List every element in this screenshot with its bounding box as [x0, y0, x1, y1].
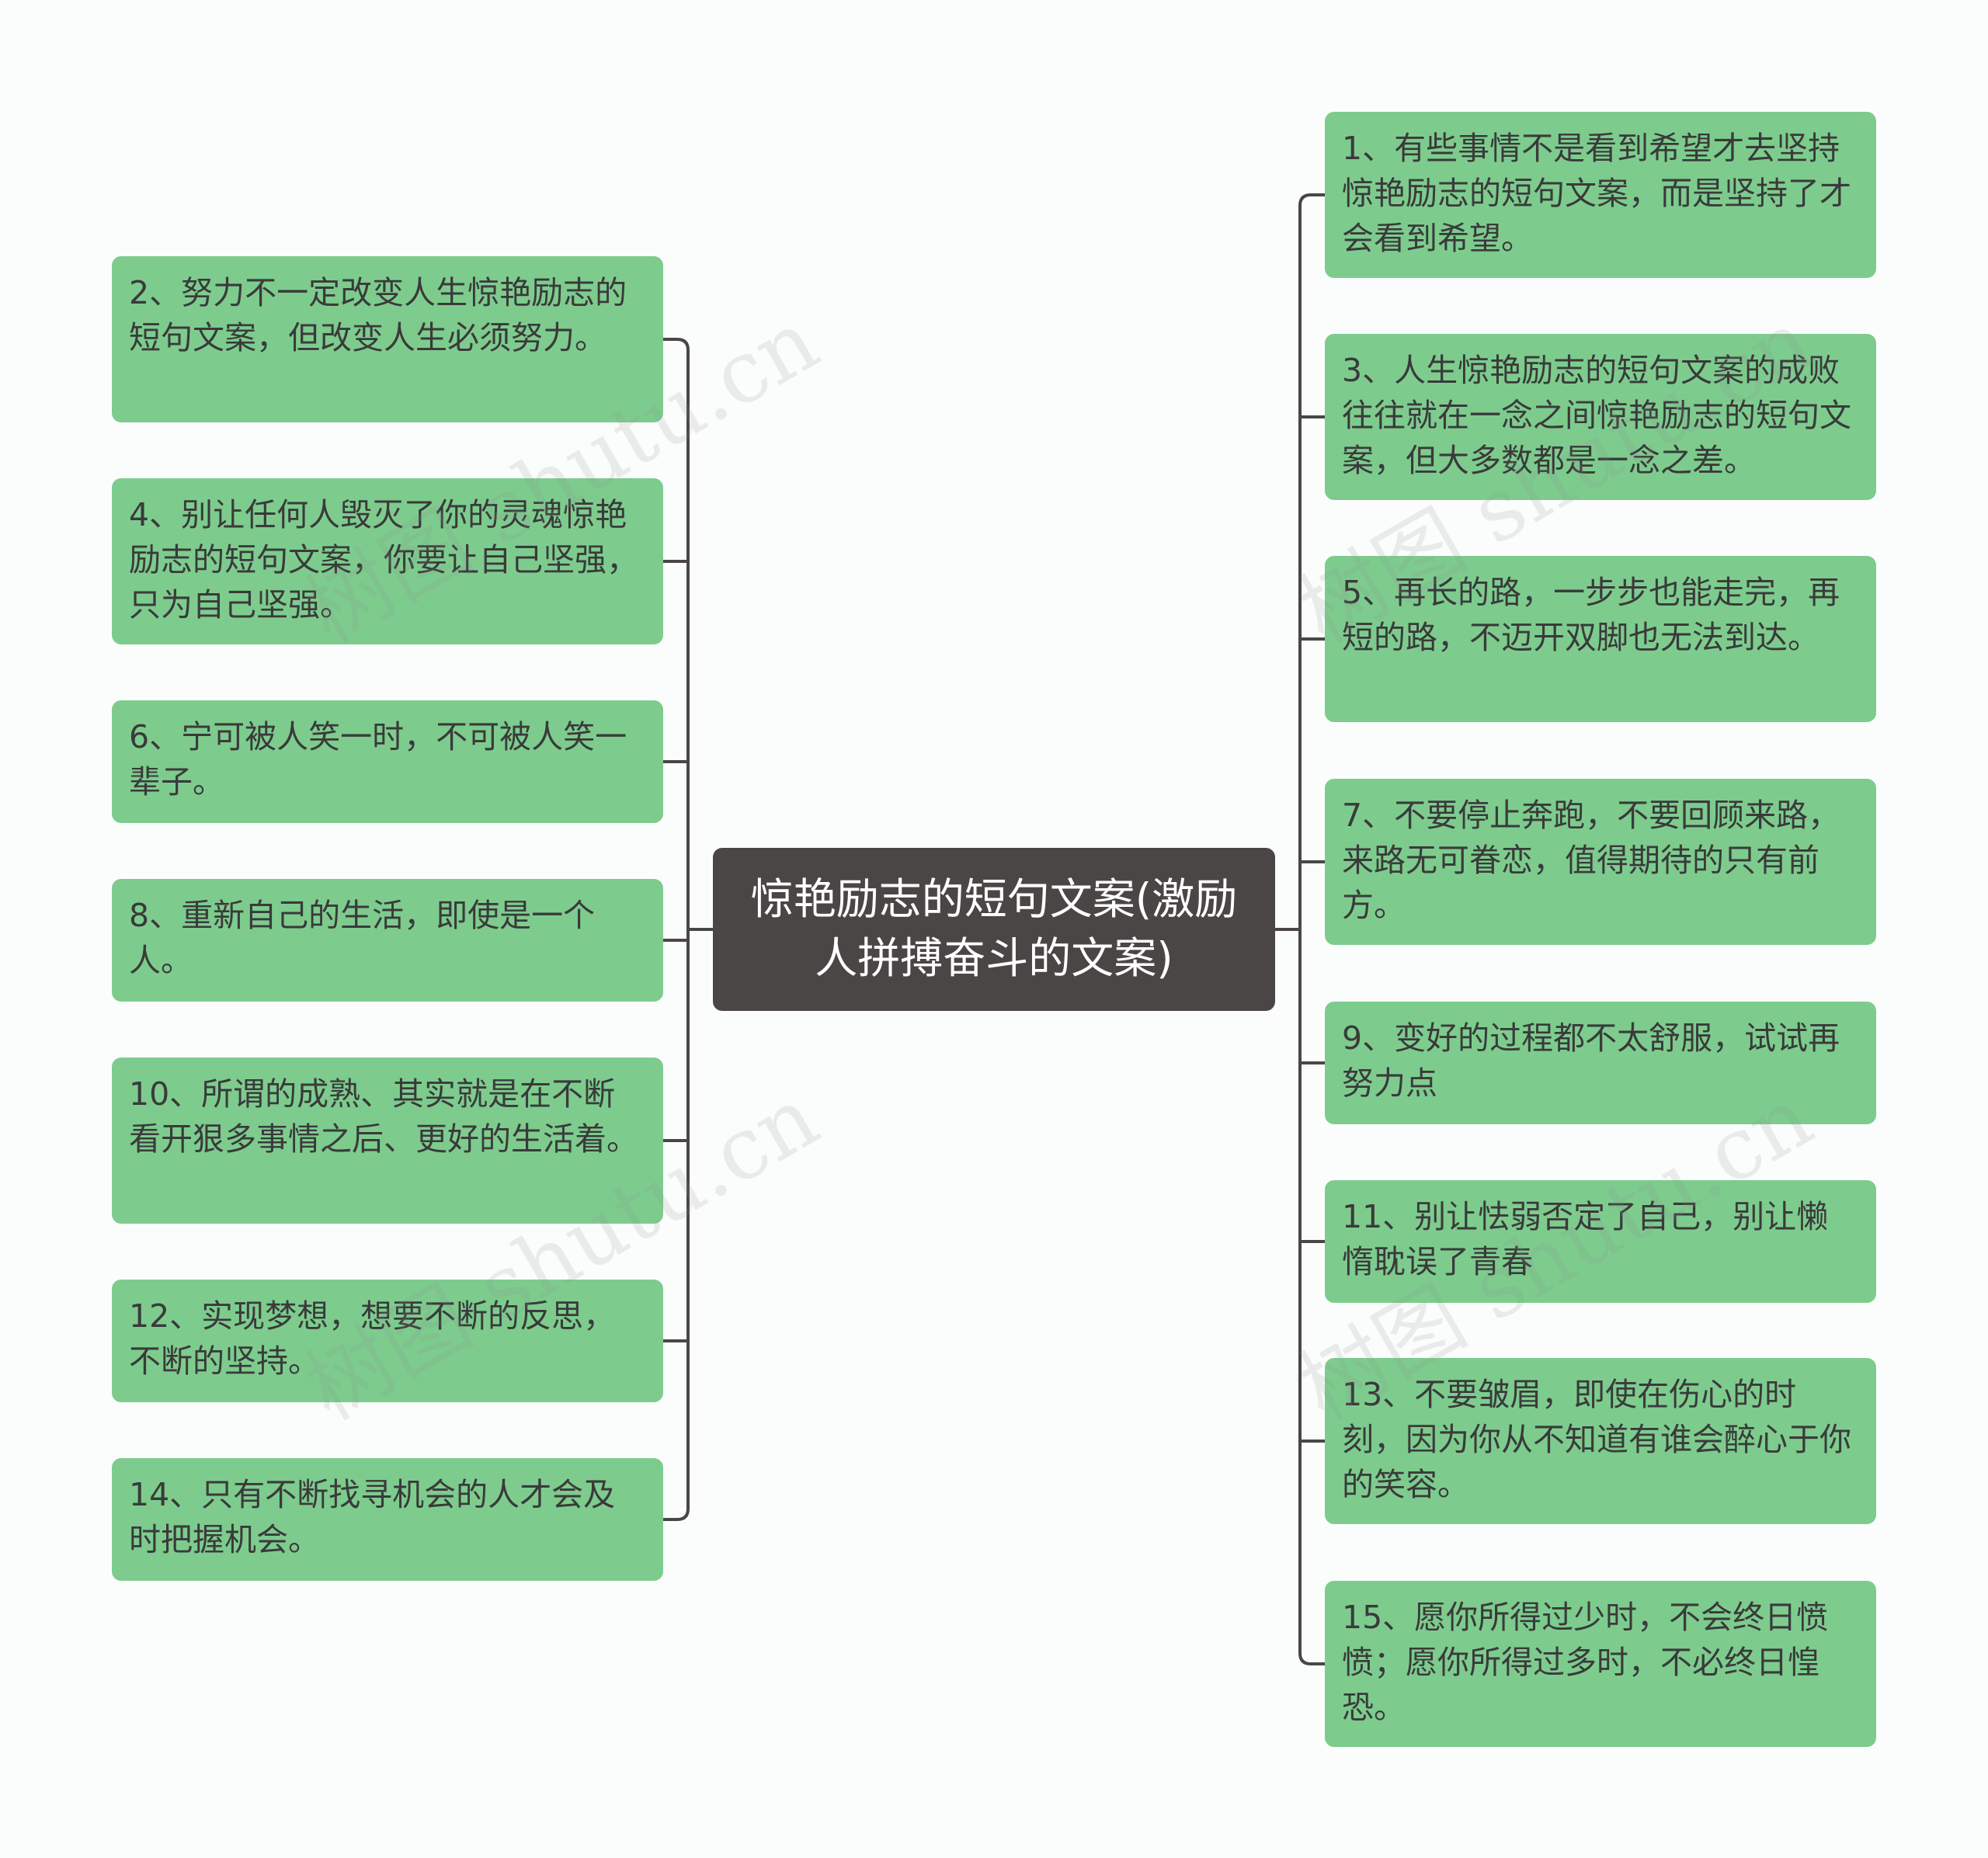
left-topic-2[interactable]: 2、努力不一定改变人生惊艳励志的短句文案，但改变人生必须努力。	[112, 256, 663, 422]
right-topic-1[interactable]: 1、有些事情不是看到希望才去坚持惊艳励志的短句文案，而是坚持了才会看到希望。	[1325, 112, 1876, 278]
connector-branch	[663, 338, 690, 351]
right-topic-5[interactable]: 5、再长的路，一步步也能走完，再短的路，不迈开双脚也无法到达。	[1325, 556, 1876, 722]
central-topic[interactable]: 惊艳励志的短句文案(激励人拼搏奋斗的文案)	[713, 848, 1275, 1011]
left-topic-14[interactable]: 14、只有不断找寻机会的人才会及时把握机会。	[112, 1458, 663, 1581]
right-topic-13[interactable]: 13、不要皱眉，即使在伤心的时刻，因为你从不知道有谁会醉心于你的笑容。	[1325, 1358, 1876, 1524]
left-topic-6[interactable]: 6、宁可被人笑一时，不可被人笑一辈子。	[112, 700, 663, 823]
left-topic-4[interactable]: 4、别让任何人毁灭了你的灵魂惊艳励志的短句文案，你要让自己坚强，只为自己坚强。	[112, 478, 663, 644]
left-topic-8[interactable]: 8、重新自己的生活，即使是一个人。	[112, 879, 663, 1002]
left-topic-12[interactable]: 12、实现梦想，想要不断的反思，不断的坚持。	[112, 1280, 663, 1402]
connector-branch	[663, 1508, 690, 1521]
right-topic-3[interactable]: 3、人生惊艳励志的短句文案的成败往往就在一念之间惊艳励志的短句文案，但大多数都是…	[1325, 334, 1876, 500]
right-topic-11[interactable]: 11、别让怯弱否定了自己，别让懒惰耽误了青春	[1325, 1180, 1876, 1303]
left-topic-10[interactable]: 10、所谓的成熟、其实就是在不断看开狠多事情之后、更好的生活着。	[112, 1057, 663, 1224]
connector-branch	[1298, 193, 1325, 207]
right-topic-15[interactable]: 15、愿你所得过少时，不会终日愤愤；愿你所得过多时，不必终日惶恐。	[1325, 1581, 1876, 1747]
connector-branch	[1298, 1652, 1325, 1665]
right-topic-9[interactable]: 9、变好的过程都不太舒服，试试再努力点	[1325, 1002, 1876, 1124]
right-topic-7[interactable]: 7、不要停止奔跑，不要回顾来路，来路无可眷恋，值得期待的只有前方。	[1325, 779, 1876, 945]
